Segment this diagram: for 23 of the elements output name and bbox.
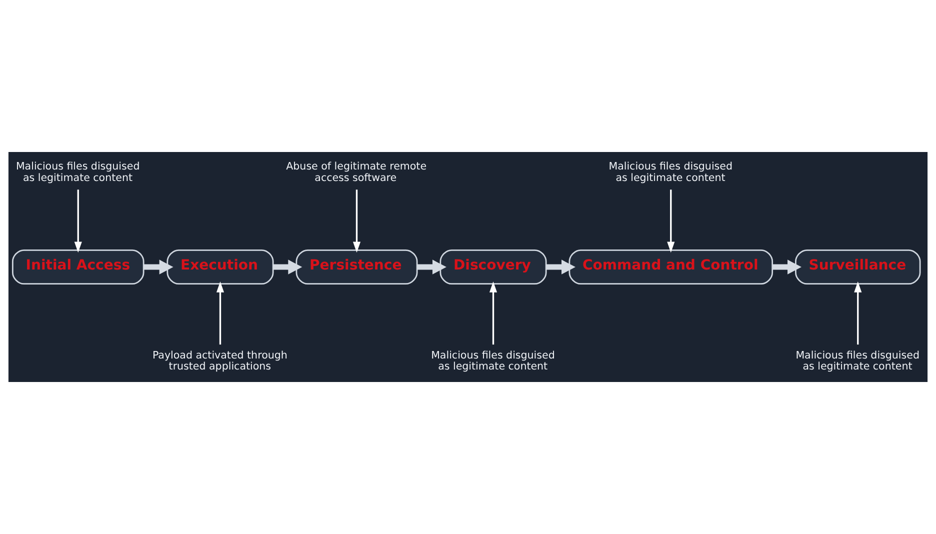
arrow (417, 260, 446, 274)
node-box: Discovery (440, 249, 547, 285)
node-text: Malicious files disguised as legitimate content (431, 349, 555, 373)
arrow (772, 260, 802, 274)
node-box: Command and Control (568, 249, 774, 285)
arrow (546, 260, 576, 274)
arrow (144, 260, 174, 274)
arrow (74, 190, 82, 253)
arrow (854, 282, 862, 345)
node-text: Abuse of legitimate remote access software (286, 160, 427, 184)
node-text: Payload activated through trusted applications (152, 349, 288, 373)
node-text: Malicious files disguised as legitimate content (608, 160, 732, 184)
node-box: Surveillance (795, 249, 921, 285)
arrow (273, 260, 302, 274)
node-box: Execution (166, 249, 274, 285)
arrow (489, 282, 498, 345)
arrow (216, 282, 224, 345)
node-box: Persistence (296, 249, 418, 285)
arrow (667, 190, 675, 253)
node-text: Malicious files disguised as legitimate content (16, 160, 140, 184)
node-box: Initial Access (12, 249, 144, 285)
arrow (352, 190, 361, 253)
node-text: Malicious files disguised as legitimate content (796, 349, 920, 373)
